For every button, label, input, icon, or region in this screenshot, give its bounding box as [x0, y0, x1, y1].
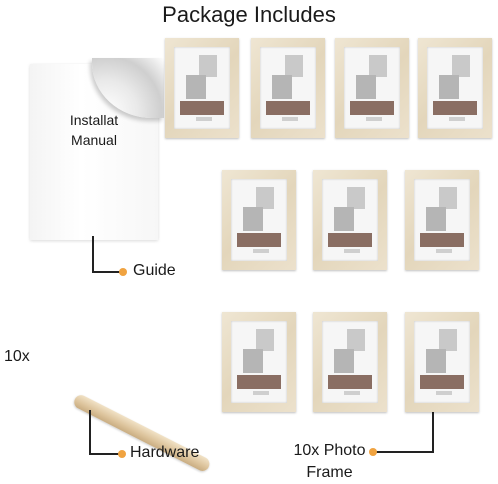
frames-label-line-2: Frame [306, 464, 353, 481]
guide-label: Guide [133, 262, 176, 279]
manual-text: Installat Manual [30, 110, 158, 150]
guide-callout-line-v [92, 236, 94, 272]
dowel-count: 10x [4, 348, 30, 365]
photo-frame [251, 38, 325, 138]
frames-label: 10x Photo Frame [282, 440, 377, 484]
photo-frame [222, 312, 296, 412]
page-title: Package Includes [162, 2, 336, 27]
manual-line-2: Manual [71, 132, 117, 148]
photo-frame [418, 38, 492, 138]
manual-line-1: Installat [69, 112, 119, 128]
photo-frame [222, 170, 296, 270]
photo-frame [405, 170, 479, 270]
photo-frame [405, 312, 479, 412]
photo-frame [313, 170, 387, 270]
guide-dot-icon [119, 268, 127, 276]
photo-frame [165, 38, 239, 138]
frames-callout-line-h [373, 451, 433, 453]
hardware-callout-line-v [89, 410, 91, 454]
frames-label-line-1: 10x Photo [293, 442, 366, 459]
photo-frame [313, 312, 387, 412]
frames-callout-line-v [432, 412, 434, 453]
frames-dot-icon [369, 448, 377, 456]
photo-frame [335, 38, 409, 138]
hardware-label: Hardware [130, 444, 200, 461]
hardware-dot-icon [118, 450, 126, 458]
hardware-callout-line-h [89, 453, 119, 455]
guide-callout-line-h [92, 271, 120, 273]
